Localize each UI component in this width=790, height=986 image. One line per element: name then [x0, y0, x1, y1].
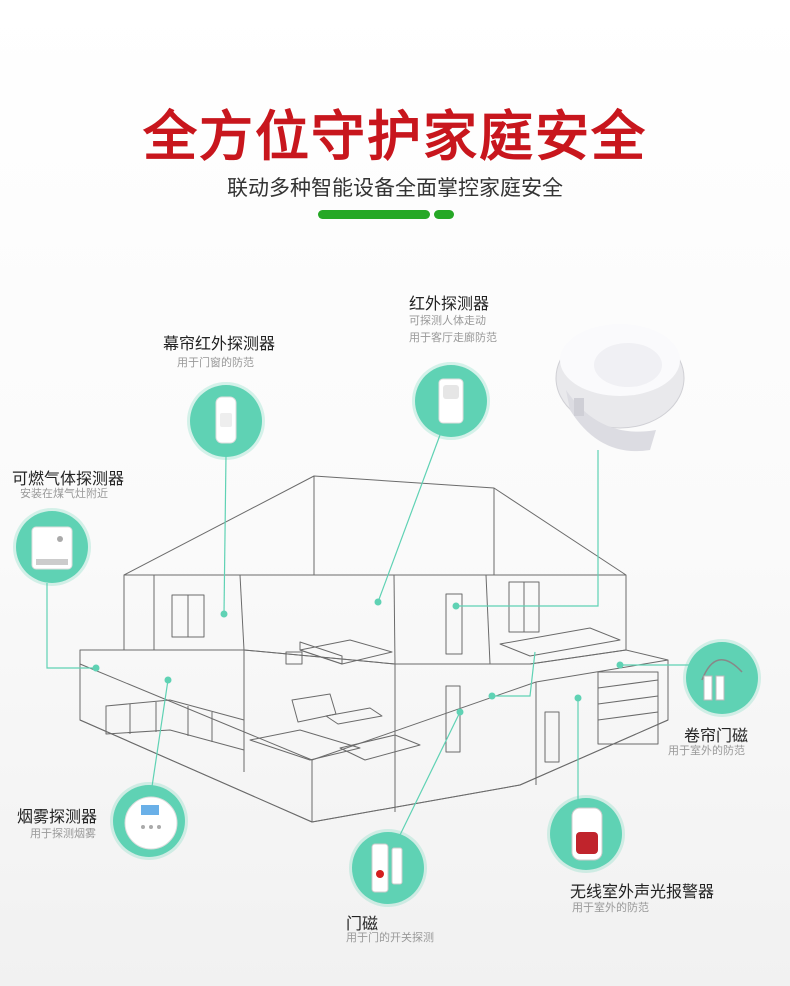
door-magnet-label: 门磁: [346, 914, 379, 933]
pir-detector-desc-2: 用于客厅走廊防范: [409, 331, 497, 344]
gas-detector-desc: 安装在煤气灶附近: [20, 487, 108, 500]
pir-detector-label: 红外探测器: [409, 294, 490, 313]
shutter-magnet-label: 卷帘门磁: [684, 726, 749, 745]
accent-bar-short: [434, 210, 454, 219]
shutter-magnet-desc: 用于室外的防范: [668, 744, 745, 757]
curtain-detector-desc: 用于门窗的防范: [177, 356, 254, 369]
alarm-hub-icon: [555, 324, 685, 452]
siren-desc: 用于室外的防范: [572, 901, 649, 914]
smoke-detector-desc: 用于探测烟雾: [30, 827, 96, 840]
door-magnet-icon: [352, 832, 424, 904]
curtain-detector-label: 幕帘红外探测器: [163, 334, 276, 353]
siren-label: 无线室外声光报警器: [570, 882, 715, 901]
siren-icon: [550, 798, 622, 870]
gas-detector-label: 可燃气体探测器: [12, 469, 125, 488]
pir-detector-icon: [415, 365, 487, 437]
curtain-detector-icon: [190, 385, 262, 457]
door-magnet-desc: 用于门的开关探测: [346, 931, 434, 944]
page-subtitle: 联动多种智能设备全面掌控家庭安全: [227, 176, 563, 200]
accent-bar-long: [318, 210, 430, 219]
smoke-detector-label: 烟雾探测器: [17, 807, 98, 826]
page-title: 全方位守护家庭安全: [143, 105, 647, 168]
smoke-detector-icon: [113, 785, 185, 857]
gas-detector-icon: [16, 511, 88, 583]
pir-detector-desc-1: 可探测人体走动: [409, 314, 486, 327]
shutter-magnet-icon: [686, 642, 758, 714]
